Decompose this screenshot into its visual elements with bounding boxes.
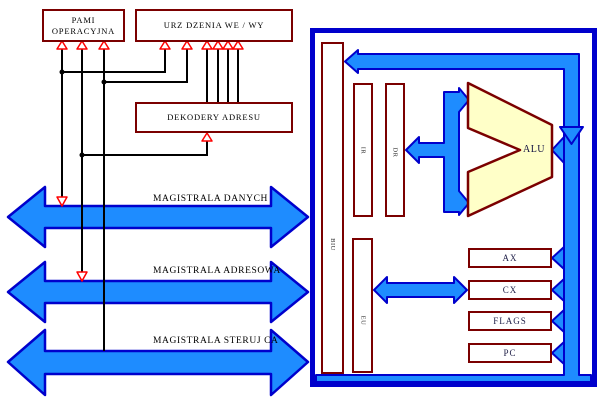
- address-decoders-label: DEKODERY ADRESU: [167, 112, 261, 122]
- red-up-arrow-icon: [56, 40, 68, 50]
- eu-block-label: EU: [352, 308, 373, 332]
- wire-decoder-to-address-line: [82, 141, 208, 156]
- eu-label-text: EU: [358, 315, 366, 325]
- red-up-arrow-icon: [181, 40, 193, 50]
- red-up-arrow-icon: [212, 40, 224, 50]
- alu-label: ALU: [522, 144, 546, 155]
- register-cx-label: CX: [502, 285, 518, 295]
- red-down-arrow-icon: [56, 196, 68, 207]
- io-devices-label: URZ DZENIA WE / WY: [163, 20, 265, 30]
- junction-dot: [79, 152, 85, 158]
- red-up-arrow-icon: [76, 40, 88, 50]
- cx-input-arrow-icon: [551, 278, 565, 302]
- biu-block-label: BIU: [321, 230, 344, 258]
- data-bus-label: MAGISTRALA DANYCH: [153, 194, 268, 204]
- alu-shape: [466, 81, 554, 218]
- junction-dots: [59, 69, 107, 158]
- flags-input-arrow-icon: [551, 309, 565, 333]
- register-cx: CX: [468, 280, 552, 300]
- ax-input-arrow-icon: [551, 246, 565, 270]
- biu-label-text: BIU: [328, 237, 336, 251]
- memory-box-label: PAMI OPERACYJNA: [52, 15, 115, 37]
- register-ax-label: AX: [502, 253, 518, 263]
- memory-box-line2: OPERACYJNA: [51, 25, 116, 36]
- alu-right-input-arrow-icon: [551, 136, 565, 164]
- dr-label-text: DR: [391, 146, 399, 158]
- data-bus-arrow: [6, 185, 310, 249]
- junction-dot: [59, 69, 65, 75]
- control-bus-label: MAGISTRALA STERUJ CA: [153, 336, 279, 346]
- red-down-arrow-icon: [76, 271, 88, 282]
- ir-register-block: [353, 83, 373, 217]
- address-bus-label: MAGISTRALA ADRESOWA: [153, 266, 281, 276]
- red-up-arrow-icon: [201, 40, 213, 50]
- dr-register-label: DR: [385, 140, 405, 164]
- eu-block: [352, 238, 373, 373]
- red-up-arrow-icon: [201, 132, 213, 142]
- red-up-arrow-icon: [222, 40, 234, 50]
- pc-input-arrow-icon: [551, 341, 565, 365]
- red-arrow-group: [56, 40, 244, 282]
- ir-label-text: IR: [359, 146, 367, 154]
- register-ax: AX: [468, 248, 552, 268]
- register-pc: PC: [468, 343, 552, 363]
- wire-io-to-control-line: [104, 49, 188, 83]
- address-bus-arrow: [6, 260, 310, 324]
- wire-io-to-data-line: [62, 49, 166, 73]
- wire-group: [61, 49, 239, 351]
- memory-box-line1: PAMI: [71, 14, 96, 25]
- register-flags: FLAGS: [468, 311, 552, 331]
- dr-register-block: [385, 83, 405, 217]
- control-bus-arrow: [6, 328, 310, 397]
- red-up-arrow-icon: [232, 40, 244, 50]
- address-decoders-box: DEKODERY ADRESU: [135, 102, 293, 133]
- internal-bus-down-arrow-icon: [559, 126, 584, 145]
- ir-register-label: IR: [353, 138, 373, 162]
- junction-dot: [101, 79, 107, 85]
- red-up-arrow-icon: [159, 40, 171, 50]
- red-up-arrow-icon: [98, 40, 110, 50]
- register-flags-label: FLAGS: [493, 316, 527, 326]
- register-pc-label: PC: [503, 348, 517, 358]
- io-devices-box: URZ DZENIA WE / WY: [135, 9, 293, 42]
- biu-block: [321, 42, 344, 374]
- memory-box: PAMI OPERACYJNA: [42, 9, 125, 42]
- eu-register-bus: [373, 276, 468, 304]
- cpu-block: [310, 28, 597, 387]
